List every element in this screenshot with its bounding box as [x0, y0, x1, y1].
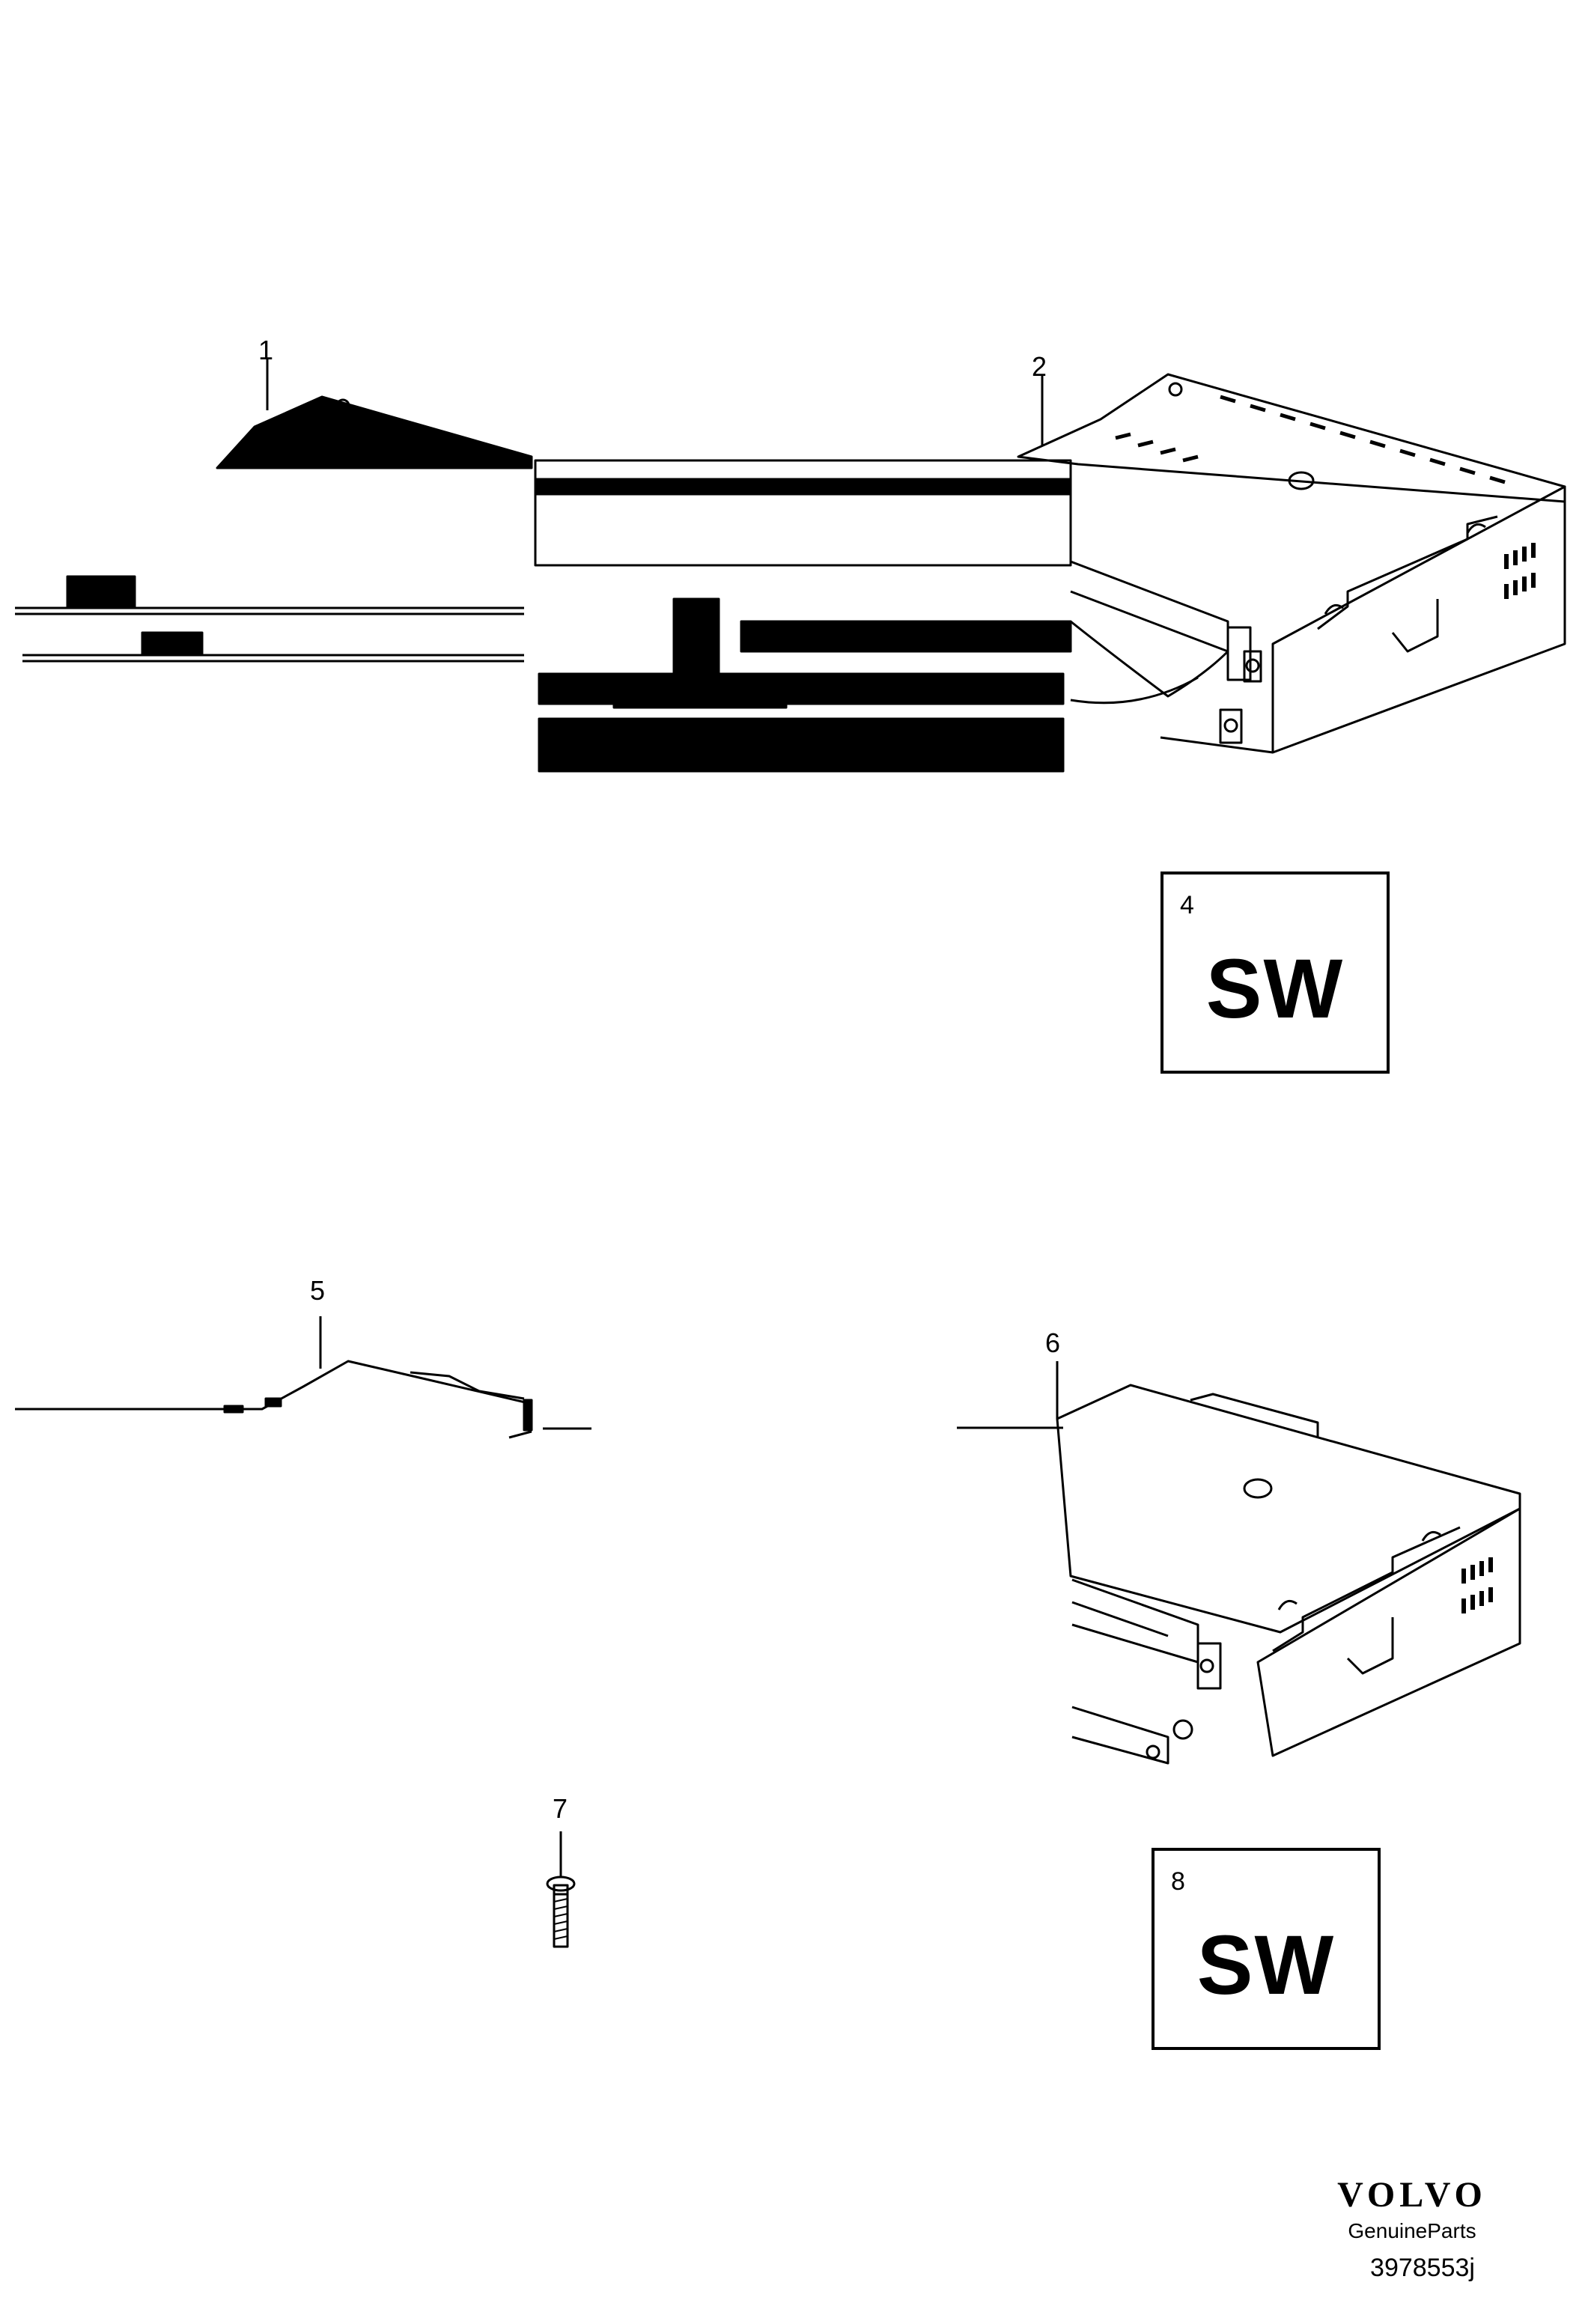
callout-2: 2	[1032, 351, 1047, 382]
software-label: SW	[1205, 942, 1345, 1035]
radio-unit-part-6	[1056, 1361, 1521, 1765]
radio-unit-part-1	[15, 359, 533, 663]
software-box-number: 8	[1171, 1867, 1185, 1896]
software-box-number: 4	[1180, 891, 1194, 919]
radio-unit-part-5	[15, 1316, 1063, 1439]
screw-part-7	[546, 1831, 576, 1948]
diagram-reference-number: 3978553j	[1370, 2254, 1475, 2282]
callout-5: 5	[310, 1275, 326, 1306]
volvo-logo: VOLVO	[1337, 2175, 1487, 2215]
genuine-parts-label: GenuineParts	[1348, 2219, 1476, 2242]
software-label: SW	[1196, 1918, 1336, 2012]
software-box-4: 4 SW	[1160, 872, 1390, 1074]
callout-6: 6	[1045, 1327, 1061, 1358]
cd-radio-unit-part-2	[534, 373, 1566, 773]
callout-1: 1	[258, 335, 274, 365]
callout-7: 7	[553, 1793, 568, 1824]
software-box-8: 8 SW	[1152, 1848, 1381, 2050]
